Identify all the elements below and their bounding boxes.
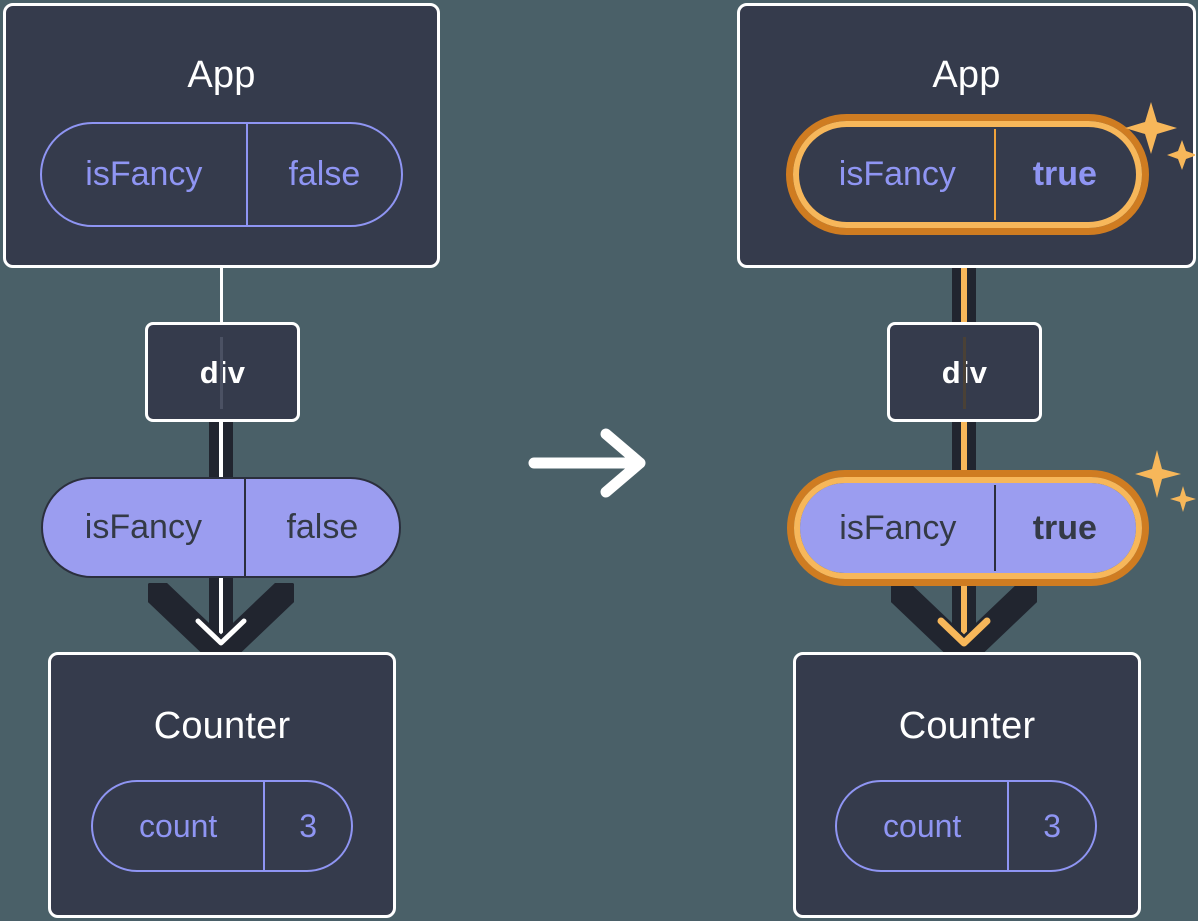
right-prop-pill: isFancy true [800,483,1136,573]
left-prop-pill: isFancy false [41,477,401,578]
left-prop-value: false [286,508,359,546]
left-app-title: App [187,54,256,96]
transition-arrow-right-icon [528,428,650,498]
left-div-inner-tick [220,337,223,409]
left-prop-key: isFancy [43,479,246,576]
right-prop-value: true [1032,508,1097,547]
right-div-inner-tick [963,337,966,409]
right-counter-state-key: count [837,782,1010,870]
left-app-state-key: isFancy [42,124,248,225]
right-app-sparkle-icon [1125,98,1195,188]
right-app-state-pill: isFancy true [799,127,1136,222]
right-counter-state-pill: count 3 [835,780,1097,872]
right-connector-div-to-prop [952,420,976,482]
left-counter-title: Counter [153,705,291,747]
left-connector-app-to-div [220,262,223,326]
right-app-state-key: isFancy [801,129,996,220]
right-prop-key: isFancy [802,485,996,571]
right-prop-sparkle-icon [1135,448,1197,528]
left-counter-state-pill: count 3 [91,780,353,872]
right-counter-title: Counter [898,705,1036,747]
left-app-state-value: false [288,155,361,193]
right-app-state-value: true [1032,155,1097,193]
right-app-title: App [932,54,1001,96]
right-counter-state-value: 3 [1043,807,1062,844]
left-counter-state-key: count [93,782,266,870]
left-app-state-pill: isFancy false [40,122,403,227]
left-connector-div-to-prop [209,420,233,482]
left-counter-state-value: 3 [299,807,318,844]
